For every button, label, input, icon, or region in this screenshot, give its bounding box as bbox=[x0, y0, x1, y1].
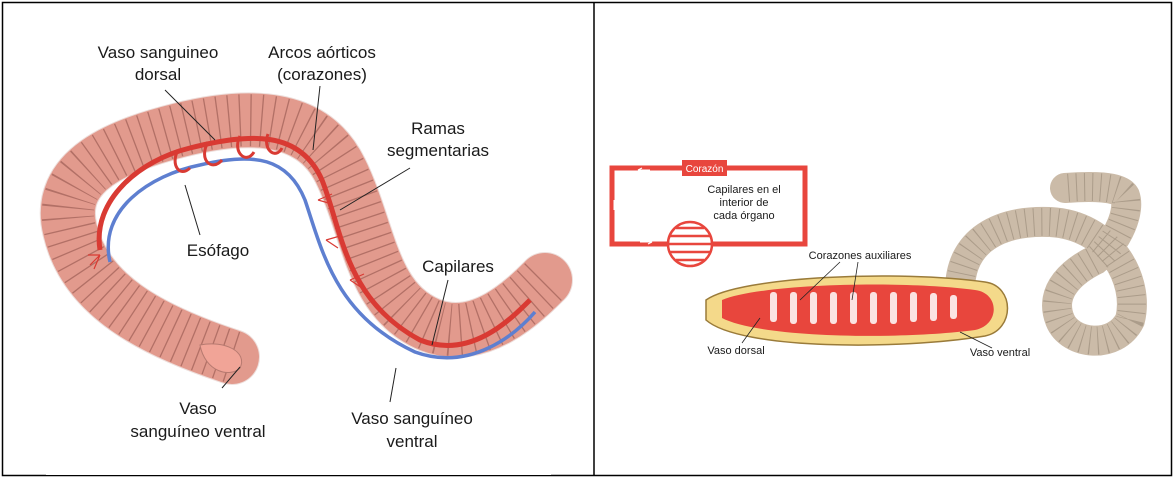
label-capillaries-organs-3: cada órgano bbox=[713, 210, 774, 222]
label-capillaries: Capilares bbox=[422, 257, 494, 276]
circuit-schematic: Corazón Capilares en el interior de cada… bbox=[612, 160, 805, 266]
label-segmental-branches-1: Ramas bbox=[411, 119, 465, 138]
label-ventral-vessel-right-2: ventral bbox=[386, 432, 437, 451]
label-auxiliary-hearts: Corazones auxiliares bbox=[809, 250, 912, 262]
label-segmental-branches-2: segmentarias bbox=[387, 141, 489, 160]
label-esophagus: Esófago bbox=[187, 241, 249, 260]
heart-label: Corazón bbox=[686, 164, 724, 175]
label-ventral-vessel-right-1: Vaso sanguíneo bbox=[351, 409, 473, 428]
label-ventral-vessel-left-1: Vaso bbox=[179, 399, 217, 418]
label-dorsal-vessel-1: Vaso sanguineo bbox=[98, 43, 219, 62]
earthworm-circulation-left: Vaso sanguineo dorsal Arcos aórticos (co… bbox=[46, 20, 551, 475]
label-aortic-arches-1: Arcos aórticos bbox=[268, 43, 376, 62]
label-capillaries-organs-2: interior de bbox=[720, 197, 769, 209]
label-aortic-arches-2: (corazones) bbox=[277, 65, 367, 84]
label-ventral-vessel-left-2: sanguíneo ventral bbox=[130, 422, 265, 441]
capillary-sphere-icon bbox=[668, 222, 712, 266]
earthworm-circulation-right: Corazón Capilares en el interior de cada… bbox=[612, 160, 1132, 359]
label-dorsal-vessel-2: dorsal bbox=[135, 65, 181, 84]
flow-arrows bbox=[614, 168, 652, 244]
label-ventral-vessel-right-panel: Vaso ventral bbox=[970, 347, 1030, 359]
label-capillaries-organs-1: Capilares en el bbox=[707, 184, 780, 196]
left-panel-bg bbox=[46, 20, 551, 475]
label-dorsal-vessel-right: Vaso dorsal bbox=[707, 345, 764, 357]
